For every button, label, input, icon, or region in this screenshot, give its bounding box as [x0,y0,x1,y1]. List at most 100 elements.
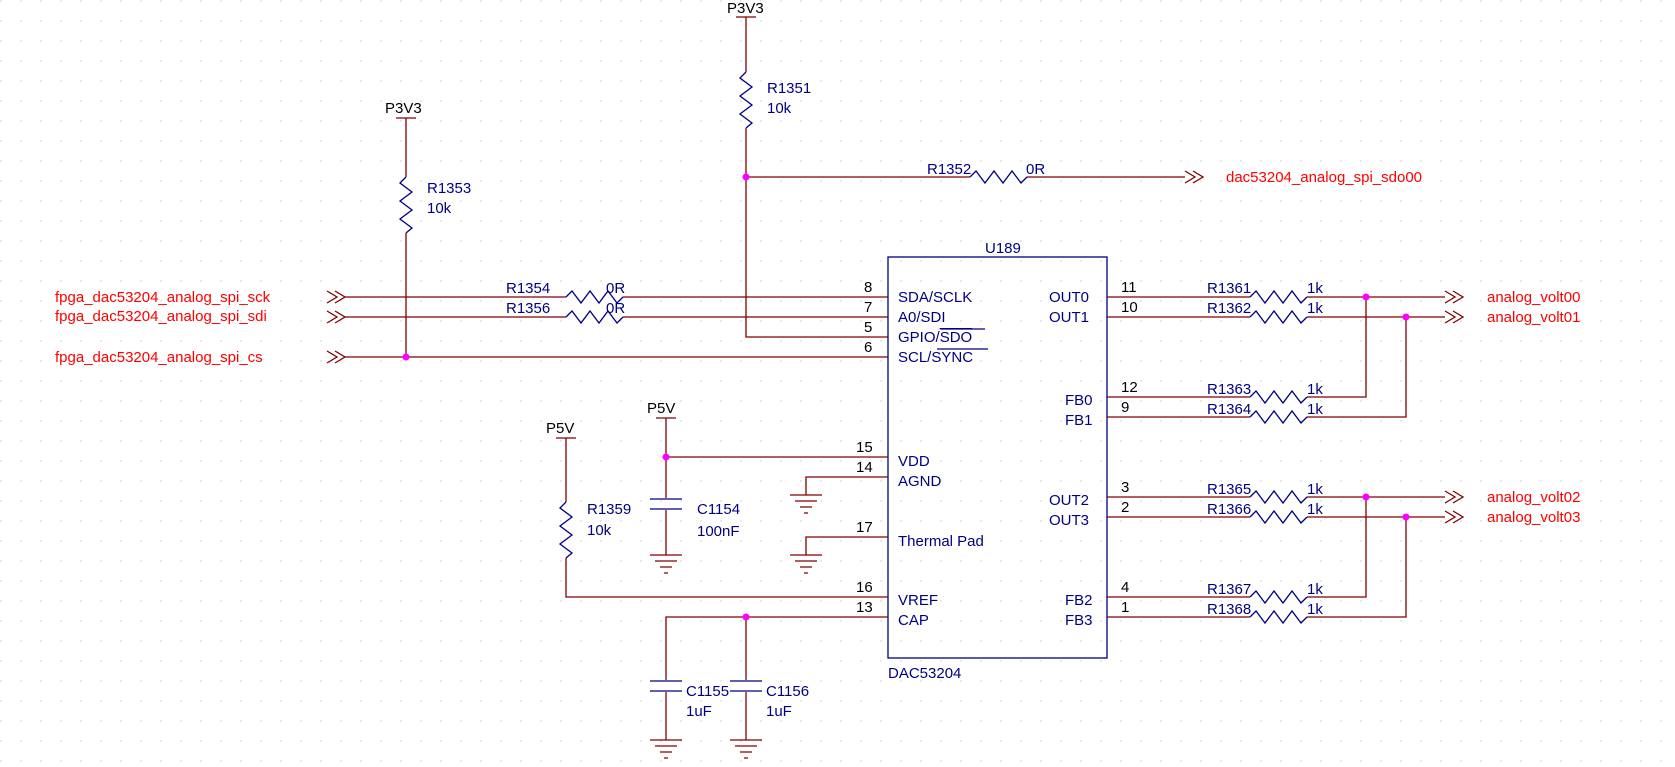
resistor-r1368: R1368 1k [1107,517,1407,625]
value-label: 0R [606,280,625,297]
pin-number: 13 [856,599,873,616]
ref-label: R1351 [767,80,811,97]
value-label: 1k [1307,280,1323,297]
ref-label: C1155 [686,683,729,700]
ic-ref: U189 [985,240,1021,257]
resistor-r1356: R1356 0R [506,300,888,325]
resistor-r1366: R1366 1k [1107,501,1445,525]
value-label: 10k [587,522,612,539]
value-label: 0R [1026,161,1045,178]
ic-part: DAC53204 [888,665,961,682]
ref-label: R1362 [1207,300,1251,317]
capacitor-c1156: C1156 1uF [730,680,809,759]
capacitor-c1154: C1154 100nF [650,457,740,555]
value-label: 1k [1307,401,1323,418]
agnd-ground [790,476,888,514]
junction-dot [742,173,750,181]
pin-number: 4 [1121,579,1129,596]
ref-label: R1364 [1207,401,1251,418]
ground-symbol [650,554,682,574]
pin-name: VDD [898,453,930,470]
power-p3v3-left: P3V3 [385,100,422,177]
pin-number: 14 [856,459,873,476]
pin-number: 8 [864,279,872,296]
pin-name: Thermal Pad [898,533,984,550]
value-label: 100nF [697,523,740,540]
resistor-r1363: R1363 1k [1107,297,1367,405]
pin-name: OUT2 [1049,492,1089,509]
junction-dot [1362,493,1370,501]
ref-label: R1352 [927,161,971,178]
pin-number: 6 [864,339,872,356]
net-label: analog_volt03 [1487,509,1580,526]
pin-number: 10 [1121,299,1138,316]
pin-number: 15 [856,439,873,456]
power-p5v-vref: P5V [546,420,576,502]
power-label: P3V3 [385,100,422,117]
ref-label: R1366 [1207,501,1251,518]
net-label: analog_volt01 [1487,309,1580,326]
ground-symbol [650,739,682,759]
ref-label: R1363 [1207,381,1251,398]
pin-name: FB3 [1065,612,1093,629]
pin-name: FB0 [1065,392,1093,409]
ref-label: R1353 [427,180,471,197]
offpage-connector-volt01[interactable]: analog_volt01 [1444,309,1580,326]
power-label: P5V [647,400,675,417]
junctions [402,173,1410,621]
pin-name: FB1 [1065,412,1093,429]
pin-number: 2 [1121,499,1129,516]
resistor-r1364: R1364 1k [1107,317,1407,425]
thermal-pad-ground [790,536,888,574]
net-label: dac53204_analog_spi_sdo00 [1226,169,1422,186]
value-label: 1k [1307,381,1323,398]
offpage-connector-sdo00[interactable]: dac53204_analog_spi_sdo00 [1184,169,1422,186]
pin-number: 7 [864,299,872,316]
offpage-connector-volt00[interactable]: analog_volt00 [1444,289,1580,306]
offpage-connector-volt02[interactable]: analog_volt02 [1444,489,1580,506]
ref-label: R1356 [506,300,550,317]
value-label: 1k [1307,300,1323,317]
net-label: fpga_dac53204_analog_spi_sdi [55,308,267,325]
resistor-r1365: R1365 1k [1107,481,1445,505]
junction-dot [742,613,750,621]
resistor-r1353: R1353 10k [398,176,471,357]
resistor-r1367: R1367 1k [1107,497,1367,605]
ref-label: R1365 [1207,481,1251,498]
pin-name: AGND [898,473,942,490]
power-p3v3-top: P3V3 [727,0,764,72]
offpage-connector-sdi[interactable]: fpga_dac53204_analog_spi_sdi [55,308,566,325]
pin-number: 5 [864,319,872,336]
pin-name: OUT0 [1049,289,1089,306]
ref-label: R1361 [1207,280,1251,297]
ref-label: R1359 [587,501,631,518]
pin-number: 9 [1121,399,1129,416]
junction-dot [1362,293,1370,301]
value-label: 1k [1307,601,1323,618]
power-label: P5V [546,420,574,437]
pin-name: A0/SDI [898,309,946,326]
pin-number: 3 [1121,479,1129,496]
junction-dot [1402,513,1410,521]
value-label: 1uF [686,703,712,720]
value-label: 1k [1307,581,1323,598]
value-label: 10k [427,200,452,217]
offpage-connector-volt03[interactable]: analog_volt03 [1444,509,1580,526]
pin-name: OUT3 [1049,512,1089,529]
pin-name: VREF [898,592,938,609]
junction-dot [662,453,670,461]
pin-number: 16 [856,579,873,596]
value-label: 1k [1307,481,1323,498]
offpage-connector-sck[interactable]: fpga_dac53204_analog_spi_sck [55,289,566,306]
offpage-connector-cs[interactable]: fpga_dac53204_analog_spi_cs [55,349,888,366]
junction-dot [402,353,410,361]
resistor-r1359: R1359 10k [558,501,888,598]
pin-number: 17 [856,519,873,536]
cap-net-wire [665,616,888,680]
resistor-r1352: R1352 0R [746,161,1185,185]
pin-name: SCL/SYNC [898,349,973,366]
pin-name: FB2 [1065,592,1093,609]
value-label: 10k [767,100,792,117]
